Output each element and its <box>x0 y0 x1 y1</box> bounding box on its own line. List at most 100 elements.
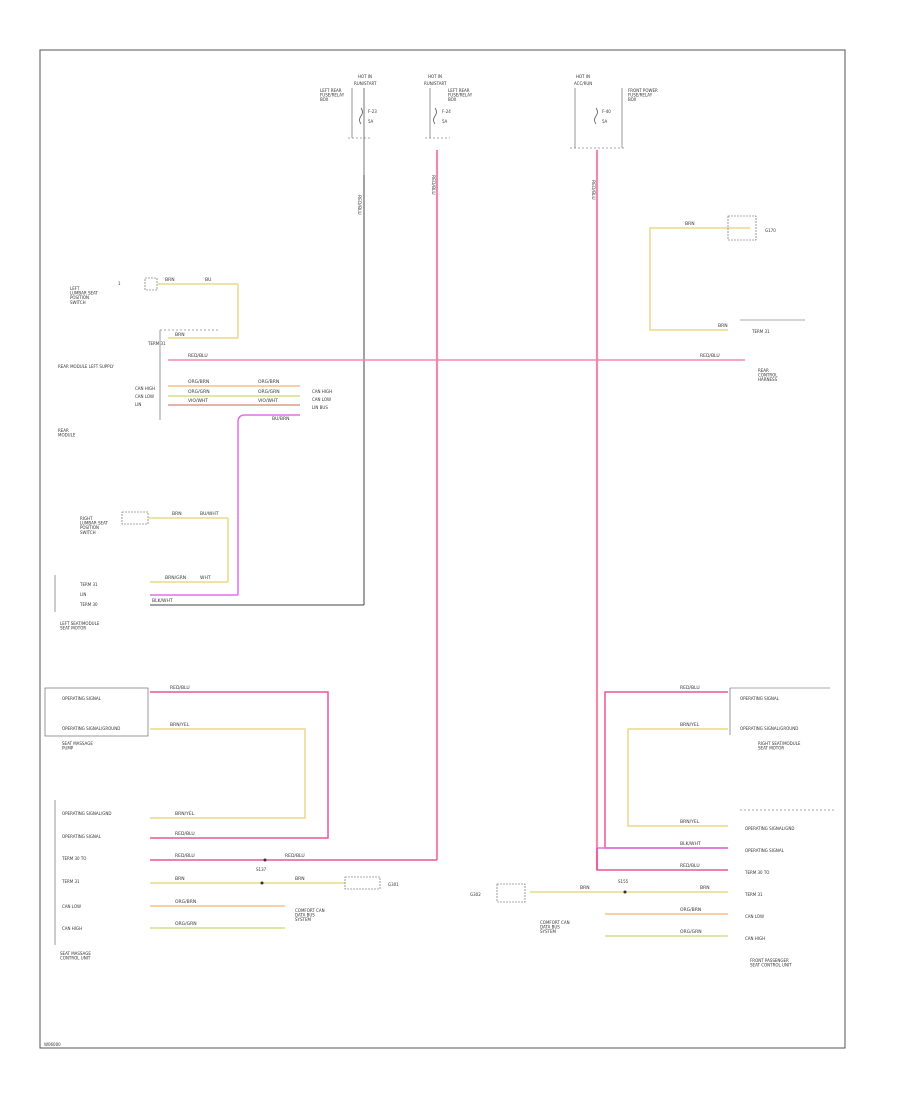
left-switch-wire1: BRN <box>165 277 175 283</box>
rl-wire-1: BRN <box>172 511 182 517</box>
fuse3-header: HOT IN <box>576 74 590 79</box>
rcu-pin-6: CAN HIGH <box>745 936 765 941</box>
rear-pin-2: REAR MODULE LEFT SUPPLY <box>58 364 114 369</box>
fuse1-fuse: F-23 <box>368 109 377 114</box>
lin-wire-r: VIO/WHT <box>258 398 278 404</box>
diagram-frame <box>39 49 846 1049</box>
lcu-pin-4: TERM 31 <box>61 879 80 884</box>
lcu-wire-3: RED/BLU <box>175 853 195 859</box>
rmp-pin-2: OPERATING SIGNAL/GROUND <box>740 726 798 731</box>
rl-wire-5: BLK/WHT <box>152 598 173 604</box>
lin-bus-label: LIN BUS <box>312 405 328 410</box>
rcu-pin-1: OPERATING SIGNAL/GND <box>745 826 794 831</box>
lcu-wire-3b: RED/BLU <box>285 853 305 859</box>
rl-pin-2: LIN <box>80 592 86 597</box>
rcu-wire-1: BRN/YEL <box>680 819 700 825</box>
right-seat-control-unit: OPERATING SIGNAL/GND OPERATING SIGNAL TE… <box>470 809 835 968</box>
rl-wire-2: BU/WHT <box>200 511 219 517</box>
lcu-wire-1: BRN/YEL <box>175 811 195 817</box>
rl-wire-3: BRN/GRN <box>165 575 186 581</box>
rmp-wire-2: BRN/YEL <box>680 722 700 728</box>
lmp-wire-2: BRN/YEL <box>170 722 190 728</box>
rear-pin-3: CAN HIGH <box>135 386 155 391</box>
fuse3-sub: ACC/RUN <box>574 81 592 86</box>
lcu-wire-6: ORG/GRN <box>175 921 197 927</box>
left-seat-control-unit: OPERATING SIGNAL/GND OPERATING SIGNAL TE… <box>54 800 437 961</box>
fuse2-amp: 5A <box>442 119 448 124</box>
fuse2-sub: RUN/START <box>424 81 447 86</box>
wire-lin-magenta <box>237 414 300 595</box>
lcu-wire-4b: BRN <box>295 876 305 882</box>
wire-red-label-left: RED/BLU <box>188 353 208 359</box>
fuse1-sub: RUN/START <box>354 81 377 86</box>
rcu-wire-3: RED/BLU <box>680 863 700 869</box>
fuse3-amp: 5A <box>602 119 608 124</box>
wire-fuse3-color: RED/BLU <box>590 180 596 200</box>
lcu-pin-2: OPERATING SIGNAL <box>62 834 102 839</box>
can-low-wire: ORG/GRN <box>188 389 210 395</box>
rcu-ground: G302 <box>470 892 481 897</box>
right-massage-pump: OPERATING SIGNAL OPERATING SIGNAL/GROUND… <box>604 685 830 849</box>
left-switch-pin: 1 <box>118 281 121 286</box>
wire-fuse1-color: RED/BLU <box>356 195 362 215</box>
can-high-wire: ORG/BRN <box>188 379 209 385</box>
lin-wire: VIO/WHT <box>188 398 208 404</box>
rt-wire-1: BRN <box>685 221 695 227</box>
rt-ground: G170 <box>765 228 776 233</box>
rear-wire-1: BRN <box>175 332 185 338</box>
left-switch-wire2: BU <box>205 277 211 283</box>
can-low-label: CAN LOW <box>312 397 331 402</box>
lin-magenta-label: BU/BRN <box>272 416 289 422</box>
rmp-pin-1: OPERATING SIGNAL <box>740 696 780 701</box>
footer-code: W06000 <box>44 1042 61 1047</box>
rl-pin-3: TERM 30 <box>79 602 98 607</box>
rcu-wire-4: BRN <box>580 885 590 891</box>
fuse1-header: HOT IN <box>358 74 372 79</box>
fuse2-header: HOT IN <box>428 74 442 79</box>
lcu-pin-1: OPERATING SIGNAL/GND <box>62 811 111 816</box>
rt-term: TERM 31 <box>751 329 770 334</box>
rcu-wire-2: BLK/WHT <box>680 841 701 847</box>
rear-pin-1: TERM 31 <box>147 341 166 346</box>
rear-pin-4: CAN LOW <box>135 394 154 399</box>
rt-wire-2: BRN <box>718 323 728 329</box>
lcu-splice: S137 <box>256 867 267 872</box>
fuse3-fuse: F-40 <box>602 109 611 114</box>
fuse1-amp: 5A <box>368 119 374 124</box>
lmp-pin-1: OPERATING SIGNAL <box>62 696 102 701</box>
wire-red-label-right: RED/BLU <box>700 353 720 359</box>
rl-wire-4: WHT <box>200 575 211 581</box>
lcu-wire-4: BRN <box>175 876 185 882</box>
wire-fuse2-color: RED/BLU <box>430 175 436 195</box>
lmp-pin-2: OPERATING SIGNAL/GROUND <box>62 726 120 731</box>
lcu-ground: G301 <box>388 882 399 887</box>
left-massage-pump: OPERATING SIGNAL OPERATING SIGNAL/GROUND… <box>44 685 329 839</box>
can-low-wire-r: ORG/GRN <box>258 389 280 395</box>
lcu-pin-3: TERM 30 TO <box>61 856 86 861</box>
rear-pin-5: LIN <box>135 402 141 407</box>
can-high-wire-r: ORG/BRN <box>258 379 279 385</box>
rcu-pin-4: TERM 31 <box>744 892 763 897</box>
rcu-pin-5: CAN LOW <box>745 914 764 919</box>
fuse2-fuse: F-24 <box>442 109 451 114</box>
lcu-wire-2: RED/BLU <box>175 831 195 837</box>
can-high-label: CAN HIGH <box>312 389 332 394</box>
rcu-pin-3: TERM 30 TO <box>744 870 769 875</box>
